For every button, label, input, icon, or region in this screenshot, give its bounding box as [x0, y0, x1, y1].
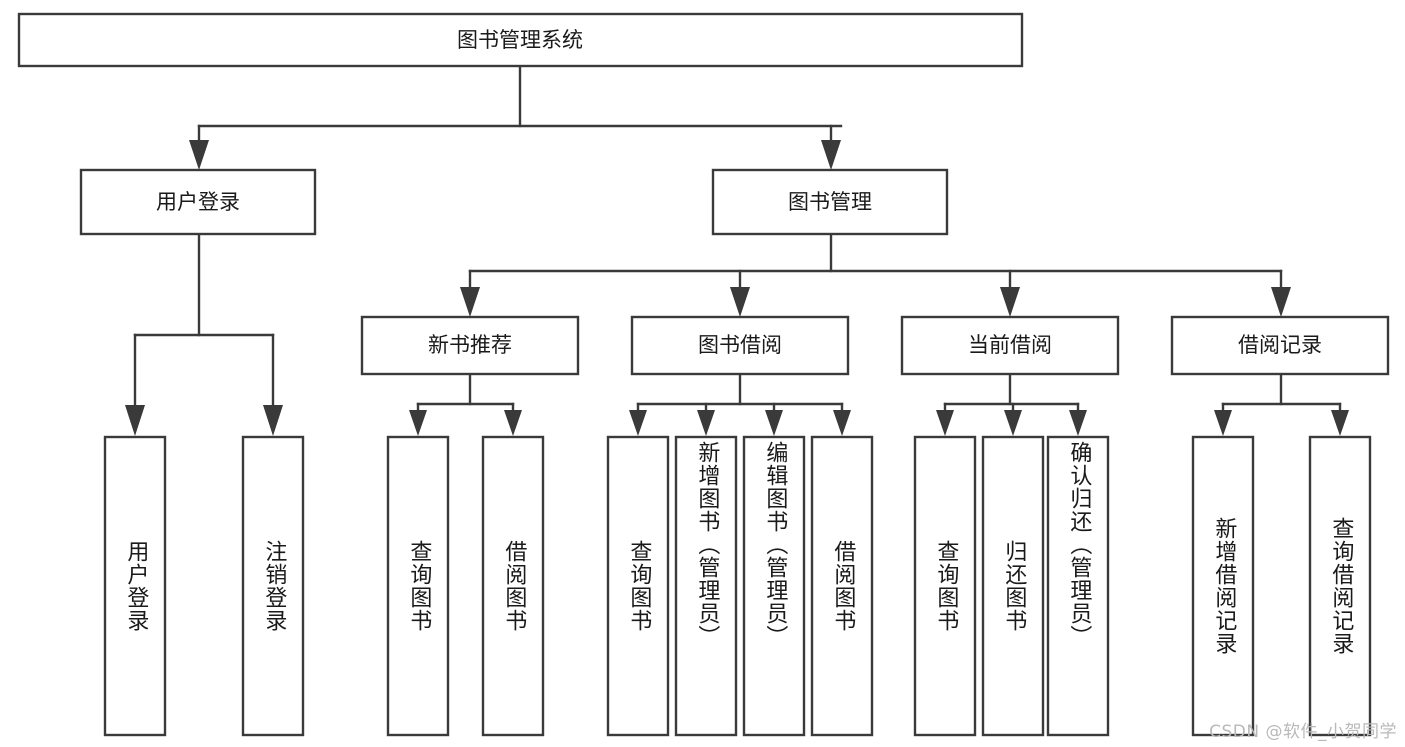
node-book-manage-label: 图书管理: [788, 190, 872, 214]
arrow-icon-book-manage-to-borrow-record: [1271, 287, 1291, 317]
arrow-icon-current-borrow-to-leaf1: [936, 410, 954, 436]
node-book-manage-box[interactable]: [711, 168, 949, 236]
node-leaf-edit-book-box[interactable]: [742, 435, 806, 737]
node-leaf-add-record-box[interactable]: [1191, 435, 1255, 737]
node-book-borrow-label: 图书借阅: [698, 333, 782, 357]
node-borrow-record-label: 借阅记录: [1238, 333, 1322, 357]
arrow-icon-book-borrow-to-leaf3: [765, 410, 783, 436]
node-current-borrow-box[interactable]: [900, 315, 1120, 376]
arrow-icon-new-book-to-leaf1: [409, 410, 427, 436]
node-leaf-borrow-book-2-box[interactable]: [810, 435, 874, 737]
node-borrow-record-box[interactable]: [1170, 315, 1390, 376]
arrow-icon-new-book-to-leaf2: [504, 410, 522, 436]
arrow-icon-borrow-record-to-leaf2: [1331, 410, 1349, 436]
arrow-icon-book-manage-to-current-borrow: [1000, 287, 1020, 317]
arrow-icon-user-login-to-leaf2: [263, 405, 283, 436]
node-root-label: 图书管理系统: [457, 28, 583, 52]
arrow-icon-book-borrow-to-leaf1: [629, 410, 647, 436]
node-user-login-label: 用户登录: [156, 190, 240, 214]
node-leaf-logout-box[interactable]: [241, 435, 305, 737]
arrow-icon-current-borrow-to-leaf3: [1069, 410, 1087, 436]
node-new-book-rec-label: 新书推荐: [428, 333, 512, 357]
node-box-group: 图书管理系统 用户登录 图书管理 新书推荐 图书借阅 当前借阅 借阅记录: [17, 12, 1390, 737]
arrow-icon-root-to-user-login: [189, 140, 209, 170]
arrow-icon-book-manage-to-book-borrow: [730, 287, 750, 317]
node-new-book-rec-box[interactable]: [360, 315, 580, 376]
node-leaf-query-book-1-box[interactable]: [386, 435, 450, 737]
arrow-icon-book-borrow-to-leaf2: [697, 410, 715, 436]
arrowhead-group: [125, 140, 1349, 436]
node-leaf-borrow-book-1-box[interactable]: [481, 435, 545, 737]
node-root-box[interactable]: [17, 12, 1024, 68]
node-leaf-confirm-return-box[interactable]: [1046, 435, 1110, 737]
arrow-icon-book-manage-to-new-book: [460, 287, 480, 317]
node-leaf-add-book-box[interactable]: [674, 435, 738, 737]
node-current-borrow-label: 当前借阅: [968, 333, 1052, 357]
node-book-borrow-box[interactable]: [630, 315, 850, 376]
arrow-icon-user-login-to-leaf1: [125, 405, 145, 436]
node-user-login-box[interactable]: [79, 168, 317, 236]
node-leaf-query-book-2-box[interactable]: [606, 435, 670, 737]
arrow-icon-borrow-record-to-leaf1: [1214, 410, 1232, 436]
node-leaf-query-book-3-box[interactable]: [913, 435, 977, 737]
node-leaf-query-record-box[interactable]: [1308, 435, 1372, 737]
arrow-icon-current-borrow-to-leaf2: [1004, 410, 1022, 436]
arrow-icon-root-to-book-manage: [821, 140, 841, 170]
node-leaf-user-login-box[interactable]: [103, 435, 167, 737]
node-leaf-return-book-box[interactable]: [981, 435, 1045, 737]
arrow-icon-book-borrow-to-leaf4: [833, 410, 851, 436]
csdn-watermark: CSDN @软件_小贺同学: [1209, 722, 1397, 742]
